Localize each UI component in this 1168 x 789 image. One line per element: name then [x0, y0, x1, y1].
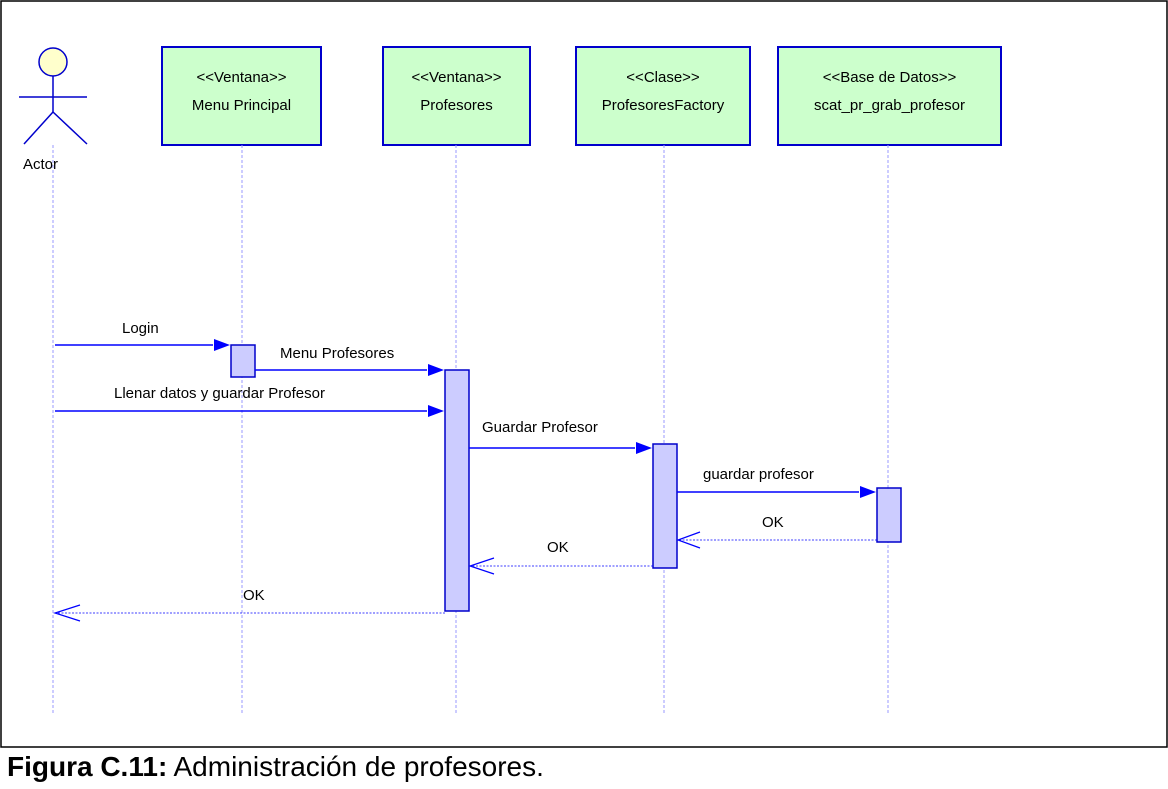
lifeline-name: Menu Principal — [192, 97, 291, 114]
lifeline-box — [382, 46, 531, 146]
return-ok-factory-arrowhead — [468, 557, 495, 575]
lifeline-stereotype: <<Ventana>> — [196, 69, 286, 86]
lifeline-profesores: <<Ventana>> Profesores — [382, 46, 531, 146]
activation-menu-principal — [230, 344, 256, 378]
actor-head — [38, 47, 68, 77]
actor-left-leg — [23, 111, 54, 145]
activation-base-de-datos — [876, 487, 902, 543]
message-login-arrowhead — [214, 339, 230, 351]
lifeline-base-de-datos: <<Base de Datos>> scat_pr_grab_profesor — [777, 46, 1002, 146]
message-label-guardar-profesor: Guardar Profesor — [482, 419, 598, 436]
caption-number: Figura C.11: — [7, 751, 168, 782]
message-guardar-profesor-db-arrowhead — [860, 486, 876, 498]
message-label-ok-db: OK — [762, 514, 784, 531]
message-label-menu-profesores: Menu Profesores — [280, 345, 394, 362]
lifeline-box — [161, 46, 322, 146]
lifeline-stereotype: <<Ventana>> — [411, 69, 501, 86]
activation-profesores — [444, 369, 470, 612]
lifeline-box — [777, 46, 1002, 146]
lifeline-box — [575, 46, 751, 146]
lifeline-name: Profesores — [420, 97, 493, 114]
message-label-login: Login — [122, 320, 159, 337]
message-menu-profesores-arrowhead — [428, 364, 444, 376]
figure-caption: Figura C.11: Administración de profesore… — [7, 751, 544, 783]
lifeline-menu-principal: <<Ventana>> Menu Principal — [161, 46, 322, 146]
return-ok-actor-arrowhead — [53, 604, 81, 622]
actor-label: Actor — [23, 156, 58, 173]
lifeline-stereotype: <<Clase>> — [626, 69, 700, 86]
message-label-guardar-profesor-db: guardar profesor — [703, 466, 814, 483]
lifeline-name: ProfesoresFactory — [602, 97, 725, 114]
lifeline-stereotype: <<Base de Datos>> — [823, 69, 957, 86]
message-guardar-profesor-arrowhead — [636, 442, 652, 454]
caption-text: Administración de profesores. — [167, 751, 544, 782]
actor: Actor — [19, 47, 88, 173]
message-label-ok-factory: OK — [547, 539, 569, 556]
lifeline-profesores-factory: <<Clase>> ProfesoresFactory — [575, 46, 751, 146]
message-label-ok-actor: OK — [243, 587, 265, 604]
message-label-llenar-datos: Llenar datos y guardar Profesor — [114, 385, 325, 402]
return-ok-db-arrowhead — [676, 531, 701, 549]
actor-right-leg — [52, 111, 88, 145]
message-llenar-datos-arrowhead — [428, 405, 444, 417]
lifeline-name: scat_pr_grab_profesor — [814, 97, 965, 114]
activation-profesores-factory — [652, 443, 678, 569]
